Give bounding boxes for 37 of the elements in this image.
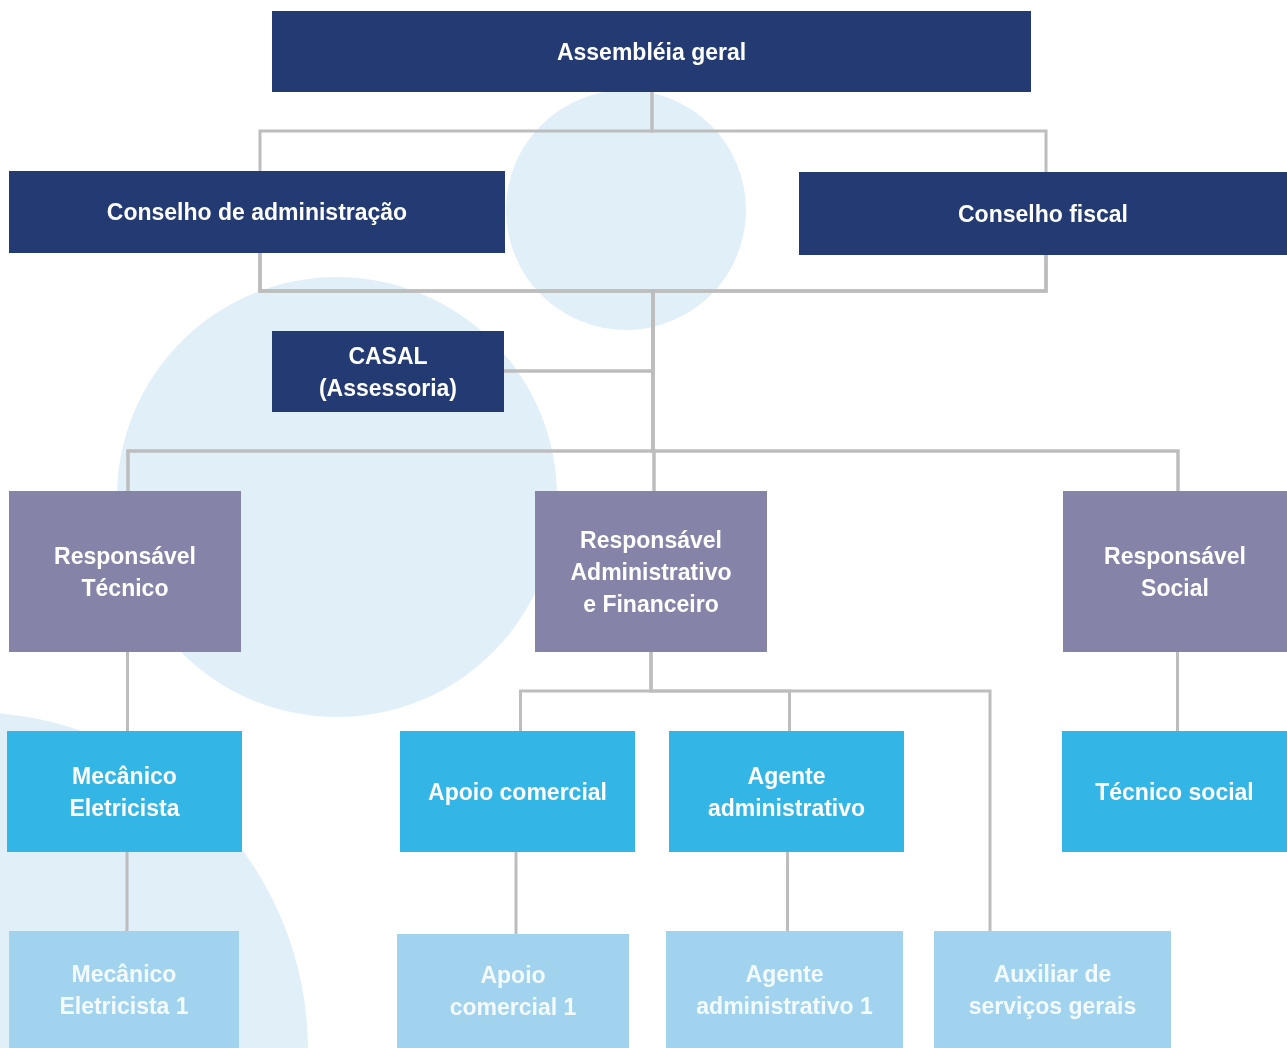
org-box <box>9 931 239 1048</box>
role-label: Agente administrativo <box>706 761 867 823</box>
org-box <box>799 172 1287 255</box>
org-box <box>272 331 504 412</box>
connector-line <box>1176 652 1179 731</box>
role-label: Agente administrativo 1 <box>695 959 874 1021</box>
org-box <box>535 491 767 652</box>
role-label: Apoio comercial <box>428 777 607 807</box>
connector-line <box>786 852 789 931</box>
connector-line <box>514 852 518 934</box>
org-box <box>400 731 635 852</box>
org-box <box>9 171 505 253</box>
role-label: Conselho de administração <box>106 198 408 227</box>
role-label: Técnico social <box>1095 777 1254 807</box>
role-label: Responsável Administrativo e Financeiro <box>569 525 733 619</box>
role-label: Responsável Técnico <box>53 541 197 603</box>
org-box <box>1062 731 1287 852</box>
org-box <box>1063 491 1287 652</box>
role-label: Mecânico Eletricista 1 <box>58 959 190 1021</box>
role-label: CASAL (Assessoria) <box>317 341 459 403</box>
role-label: Auxiliar de serviços gerais <box>967 959 1138 1021</box>
role-label: Responsável Social <box>1103 541 1247 603</box>
org-box <box>934 931 1171 1048</box>
org-box <box>7 731 242 852</box>
connector-line <box>650 92 1048 172</box>
org-box <box>9 491 241 652</box>
role-label: Apoio comercial 1 <box>448 961 578 1022</box>
role-label: Mecânico Eletricista <box>68 761 181 823</box>
org-box <box>272 11 1031 92</box>
role-label: Conselho fiscal <box>958 199 1128 229</box>
connector-line <box>649 652 992 931</box>
role-label: Assembléia geral <box>556 37 747 67</box>
org-box <box>397 934 629 1048</box>
connector-line <box>126 652 129 731</box>
org-box <box>666 931 903 1048</box>
connector-line <box>125 852 129 931</box>
org-box <box>669 731 904 852</box>
